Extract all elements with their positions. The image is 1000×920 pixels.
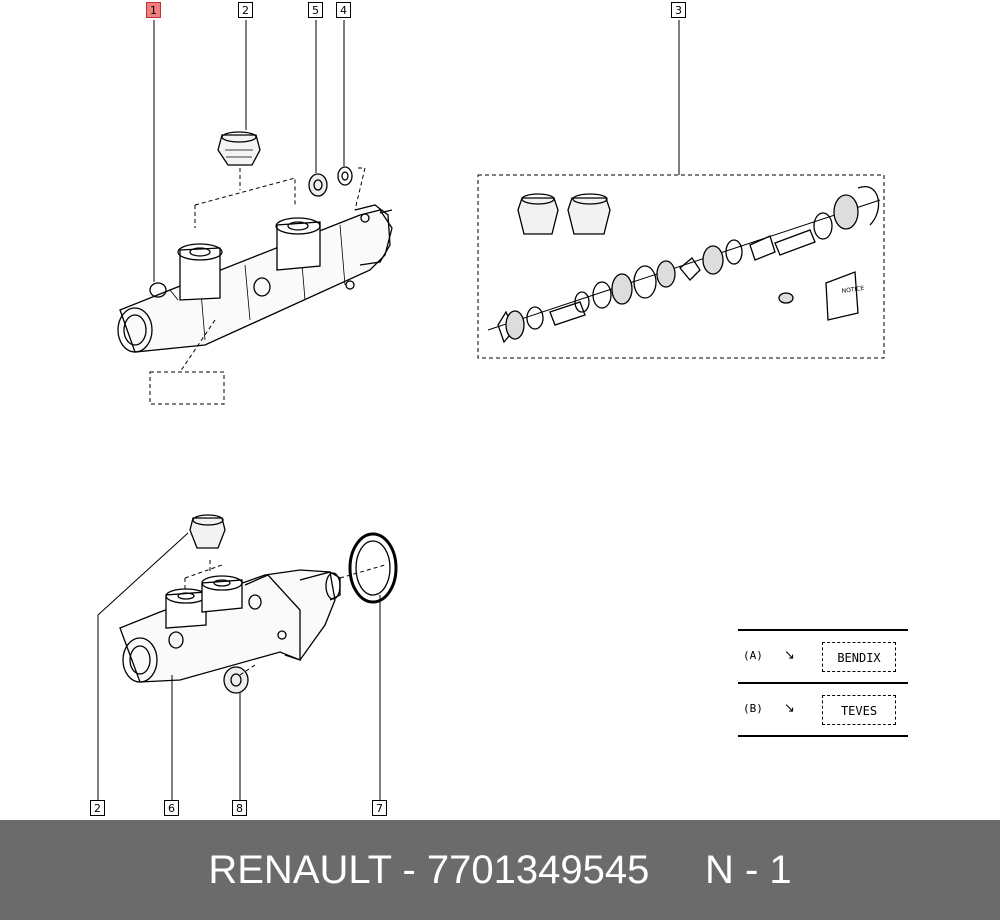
brand-box: BENDIX — [822, 642, 896, 672]
master-cylinder-bendix — [117, 204, 393, 353]
callout-1[interactable]: 1 — [146, 2, 161, 18]
legend-code: (A) — [743, 649, 763, 662]
callout-5[interactable]: 5 — [308, 2, 323, 18]
legend-row-b: (B) ↘ TEVES — [738, 682, 908, 737]
part-number-footer: RENAULT - 7701349545 N - 1 — [0, 820, 1000, 920]
legend-row-a: (A) ↘ BENDIX — [738, 629, 908, 682]
reservoir-plug-lower — [189, 514, 226, 549]
leader-lines-lower — [97, 532, 381, 800]
kit-card-label: NOTICE — [841, 285, 865, 295]
variant-legend: (A) ↘ BENDIX (B) ↘ TEVES — [738, 629, 908, 737]
master-cylinder-teves — [119, 569, 341, 683]
leader-lines-upper — [153, 20, 680, 282]
callout-2-lower[interactable]: 2 — [90, 800, 105, 816]
arrow-icon: ↘ — [784, 701, 795, 716]
nut-lower — [223, 666, 249, 694]
callout-2[interactable]: 2 — [238, 2, 253, 18]
guide-lines-upper — [179, 167, 366, 373]
callout-7[interactable]: 7 — [372, 800, 387, 816]
exploded-parts-diagram: NOTICE — [97, 20, 885, 800]
callout-8[interactable]: 8 — [232, 800, 247, 816]
brand-box: TEVES — [822, 695, 896, 725]
arrow-icon: ↘ — [784, 648, 795, 663]
nut-and-washer — [308, 166, 353, 197]
seal-ring — [348, 532, 398, 604]
legend-code: (B) — [743, 702, 763, 715]
callout-3[interactable]: 3 — [671, 2, 686, 18]
callout-6[interactable]: 6 — [164, 800, 179, 816]
variant-box — [149, 371, 225, 405]
reservoir-plug-upper — [217, 131, 261, 166]
callout-4[interactable]: 4 — [336, 2, 351, 18]
repair-kit — [477, 174, 885, 359]
guide-lines-lower — [184, 560, 386, 676]
